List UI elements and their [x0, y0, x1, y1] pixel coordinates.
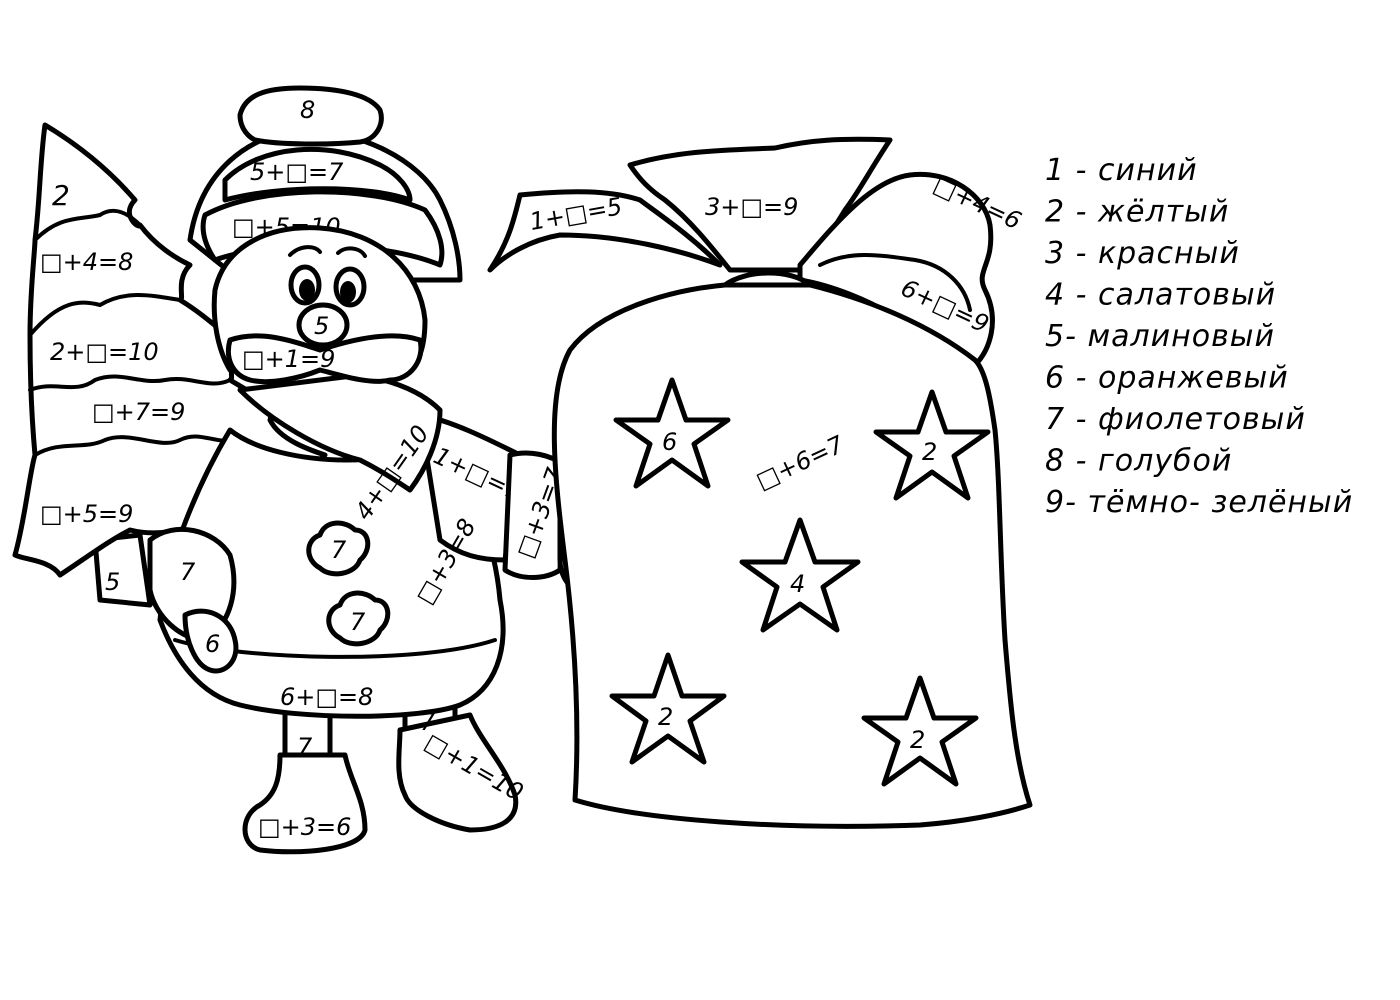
santa-pompom: [237, 85, 384, 147]
santa-mustache: [225, 333, 424, 385]
legend-row-6: 6 - оранжевый: [1045, 361, 1289, 396]
legend-separator: -: [1065, 444, 1098, 479]
gift-sack: 1+□=5 3+□=9 □+4=6 6+□=9 □+6=7 6 2 4 2 2: [487, 136, 1033, 829]
nose-label: 5: [314, 312, 329, 340]
legend-number: 5: [1045, 319, 1065, 354]
legend-number: 2: [1045, 195, 1065, 230]
star-bottom-left: [609, 652, 727, 765]
legend-separator: -: [1065, 485, 1087, 520]
santa: 6+□=8 7 6 1+□=7 □+3=7 3 4+□=10 7 7 □+3=8…: [147, 85, 624, 855]
legend-number: 4: [1045, 278, 1065, 313]
tree-tier-line-1: [33, 208, 142, 242]
hat-band-label: 5+□=7: [250, 158, 344, 186]
left-mitten-label: 6: [205, 630, 220, 658]
star-center-label: 4: [790, 570, 805, 598]
star-bottom-right: [861, 675, 979, 787]
tree-tier2-label: □+4=8: [40, 248, 133, 276]
right-leg-label: 7: [420, 708, 436, 736]
tree-tier3-label: 2+□=10: [50, 338, 159, 366]
bow-fold-line: [818, 253, 972, 312]
legend-color-name: голубой: [1098, 444, 1232, 479]
tree-tier-line-4: [33, 434, 242, 457]
legend-number: 8: [1045, 444, 1065, 479]
santa-left-boot: [242, 752, 368, 855]
legend-row-9: 9- тёмно- зелёный: [1045, 485, 1353, 520]
legend-row-8: 8 - голубой: [1045, 444, 1232, 479]
legend-row-5: 5- малиновый: [1045, 319, 1275, 354]
left-pupil: [299, 279, 315, 301]
santa-left-mitten: [182, 608, 239, 674]
button-bottom: [326, 590, 391, 647]
tree-top-label: 2: [52, 179, 70, 212]
legend-number: 3: [1045, 236, 1065, 271]
legend-separator: -: [1065, 195, 1098, 230]
mustache-label: □+1=9: [242, 345, 335, 373]
santa-right-boot: [396, 712, 519, 833]
pompom-label: 8: [300, 96, 315, 124]
legend-number: 6: [1045, 361, 1065, 396]
button-top: [306, 520, 371, 577]
star-right-label: 2: [922, 438, 937, 466]
santa-nose: [296, 302, 350, 348]
legend-color-name: оранжевый: [1098, 361, 1289, 396]
legend-number: 1: [1045, 153, 1065, 188]
tree-trunk: [92, 532, 153, 608]
legend-color-name: малиновый: [1087, 319, 1275, 354]
legend-separator: -: [1065, 278, 1098, 313]
legend-color-name: салатовый: [1098, 278, 1276, 313]
legend-row-3: 3 - красный: [1045, 236, 1240, 271]
legend-color-name: синий: [1098, 153, 1198, 188]
legend-row-4: 4 - салатовый: [1045, 278, 1276, 313]
left-leg-label: 7: [297, 733, 313, 761]
sack-left-flap: [487, 189, 723, 273]
star-left-label: 6: [662, 428, 677, 456]
tree-tier-line-2: [28, 293, 182, 337]
legend-color-name: тёмно- зелёный: [1087, 485, 1353, 520]
legend-color-name: красный: [1098, 236, 1240, 271]
legend-color-name: жёлтый: [1097, 195, 1229, 230]
legend-color-name: фиолетовый: [1098, 402, 1306, 437]
button-bottom-label: 7: [350, 608, 366, 636]
tree-trunk-label: 5: [105, 568, 120, 596]
legend-number: 9: [1045, 485, 1065, 520]
button-top-label: 7: [331, 536, 347, 564]
left-sleeve-label: 7: [180, 558, 196, 586]
star-right: [873, 389, 991, 501]
star-bottom-right-label: 2: [910, 726, 925, 754]
legend-row-2: 2 - жёлтый: [1045, 195, 1229, 230]
tree-tier-line-3: [28, 374, 232, 392]
tree-tier4-label: □+7=9: [92, 398, 185, 426]
coat-hem-label: 6+□=8: [280, 683, 373, 711]
legend-separator: -: [1065, 153, 1098, 188]
tree-tier5-label: □+5=9: [40, 500, 133, 528]
left-eyebrow: [288, 245, 322, 257]
star-bottom-left-label: 2: [658, 703, 673, 731]
legend-separator: -: [1065, 402, 1098, 437]
legend-row-1: 1 - синий: [1045, 153, 1198, 188]
legend-row-7: 7 - фиолетовый: [1045, 402, 1306, 437]
legend-separator: -: [1065, 361, 1098, 396]
star-left: [613, 377, 731, 489]
star-center: [739, 517, 861, 633]
legend-separator: -: [1065, 319, 1087, 354]
left-boot-label: □+3=6: [258, 813, 351, 841]
legend-number: 7: [1045, 402, 1065, 437]
right-pupil: [340, 281, 356, 303]
santa-hat-band: [222, 146, 413, 203]
santa-beard-trim: [237, 372, 443, 493]
sack-top-label: 3+□=9: [705, 193, 798, 221]
legend-separator: -: [1065, 236, 1098, 271]
right-eyebrow: [336, 246, 367, 258]
color-legend: 1 - синий 2 - жёлтый 3 - красный 4 - салато…: [1045, 153, 1353, 520]
